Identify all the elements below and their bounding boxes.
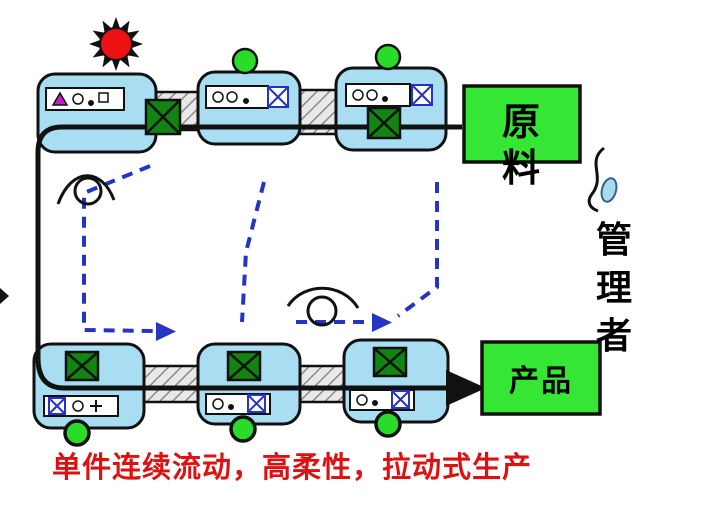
machine-icons-strip xyxy=(205,85,289,109)
conveyor-belt-bottom-1 xyxy=(138,364,206,404)
machine-icons-strip xyxy=(43,395,119,417)
pull-arrowhead-middle-icon xyxy=(372,313,392,332)
circle-machine-icon xyxy=(72,400,84,412)
cropped-edge-mark xyxy=(0,288,9,304)
machine-symbol-strips xyxy=(43,83,433,417)
dot-machine-icon xyxy=(88,100,94,106)
dot-machine-icon xyxy=(372,400,378,406)
pull-arrowhead-left-icon xyxy=(156,322,176,341)
pull-signal-left-loop xyxy=(82,164,155,333)
green-light-icon xyxy=(374,410,402,438)
circle-machine-icon xyxy=(72,93,84,105)
circle-machine-icon xyxy=(352,89,364,101)
kanban-x-square-icon xyxy=(372,346,408,378)
raw-material-box xyxy=(462,84,582,164)
kanban-x-square-icon xyxy=(64,350,100,382)
circle-machine-icon xyxy=(212,91,224,103)
andon-lights xyxy=(63,43,402,447)
product-box xyxy=(480,340,602,416)
flow-arrowhead-icon xyxy=(446,370,486,406)
alarm-sunburst-icon xyxy=(89,17,143,71)
workstation-top-1 xyxy=(36,72,158,154)
blue-x-square-icon xyxy=(267,86,289,108)
green-light-icon xyxy=(231,47,259,75)
dot-machine-icon xyxy=(228,404,234,410)
machine-icons-strip xyxy=(45,87,125,111)
square-machine-icon xyxy=(98,92,109,103)
pull-signal-middle-diagonal xyxy=(240,181,266,323)
circle-machine-icon xyxy=(356,394,368,406)
blue-x-square-icon xyxy=(48,397,66,415)
kanban-squares xyxy=(64,98,408,382)
product-label: 产品 xyxy=(509,365,573,398)
observer-eye-icon xyxy=(286,286,360,327)
kanban-x-square-icon xyxy=(226,350,262,382)
observer-eye-icon xyxy=(56,174,116,206)
material-flow-line xyxy=(35,124,462,391)
circle-machine-icon xyxy=(212,398,224,410)
pull-signal-paths xyxy=(82,164,439,333)
blue-x-square-icon xyxy=(391,390,410,409)
blue-x-square-icon xyxy=(247,394,266,413)
machine-icons-strip xyxy=(205,393,271,415)
circle-machine-icon xyxy=(226,91,238,103)
cross-machine-icon xyxy=(90,400,102,412)
raw-material-label: 原料 xyxy=(501,102,540,190)
machine-icons-strip xyxy=(349,389,415,411)
dot-machine-icon xyxy=(243,98,249,104)
diagram-caption: 单件连续流动，高柔性，拉动式生产 xyxy=(52,452,533,484)
circle-machine-icon xyxy=(366,89,378,101)
blue-x-square-icon xyxy=(411,84,433,106)
kanban-x-square-icon xyxy=(144,98,182,136)
machine-icons-strip xyxy=(345,83,433,107)
green-light-icon xyxy=(374,43,402,71)
manager-figure-icon xyxy=(587,146,618,213)
triangle-machine-icon xyxy=(51,91,69,106)
green-light-icon xyxy=(229,415,257,443)
dot-machine-icon xyxy=(382,96,388,102)
green-light-icon xyxy=(63,419,91,447)
pull-signal-right-loop xyxy=(396,182,439,318)
kanban-x-square-icon xyxy=(366,106,402,140)
manager-label: 管理者 xyxy=(596,219,641,356)
